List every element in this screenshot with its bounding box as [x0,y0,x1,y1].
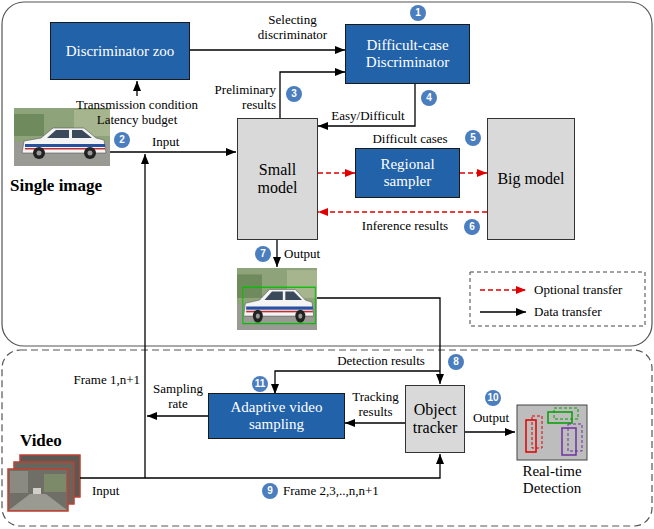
drawing-part [480,289,526,291]
drawing-part [554,408,578,419]
callout-number: 8 [448,354,464,370]
flow-label: Output [284,246,332,261]
input-label: Transmission condition [62,97,212,112]
input-label: Latency budget [62,112,212,127]
drawing-part [80,454,440,478]
edge-label: Selecting discriminator [245,12,340,42]
section-title: Video [20,431,90,451]
drawing-part [548,412,572,423]
edge-label: Easy/Difficult [324,108,412,123]
drawing-part [480,311,526,312]
drawing-part [276,240,277,267]
callout-number: 7 [255,246,271,262]
output-image [237,268,317,330]
node-label: Real-time Detection [515,463,589,497]
drawing-part [9,494,67,510]
drawing-part [44,474,66,492]
data-transfer-arrow [345,422,405,423]
drawing-part [8,469,68,511]
flow-label: Detection results [328,353,434,368]
drawing-part [110,151,236,152]
drawing-part [568,424,582,451]
node-label: Big model [497,170,564,188]
drawing-part [237,268,317,330]
drawing-part [136,81,137,96]
process-box: Object tracker [405,385,465,453]
node-label: Adaptive video sampling [213,399,340,433]
drawing-part [517,405,587,460]
flow-label: Frame 2,3,..,n,n+1 [283,483,433,498]
legend-box [470,272,645,326]
node-label: Object tracker [410,401,460,437]
callout-number: 1 [410,5,426,21]
callout-number: 2 [114,132,130,148]
data-transfer-arrow [190,49,345,50]
output-panel: Real-time Detection [515,405,589,497]
node-label: Small model [242,161,313,197]
callout-number: 11 [252,376,268,392]
node-label: Difficult-case Discriminator [350,37,465,71]
optional-transfer-arrow [318,172,355,174]
callout-number: 5 [465,130,481,146]
legend-label: Data transfer [534,304,642,319]
drawing-part [532,416,542,448]
detection-result-picture [517,405,587,460]
input-image [14,108,110,166]
legend-label: Optional transfer [534,282,642,297]
node-label: Discriminator zoo [66,43,175,60]
top-panel [2,2,652,346]
drawing-part [526,420,536,452]
drawing-part [144,154,145,478]
flow-label: Sampling rate [150,381,206,411]
callout-number: 6 [464,219,480,235]
optional-transfer-arrow [318,211,487,213]
callout-number: 3 [286,86,302,102]
video-frames [8,455,80,511]
process-box: Difficult-case Discriminator [345,24,470,84]
drawing-part [10,471,28,493]
flow-label: Frame 1,n+1 [30,372,140,387]
flow-label: Input [92,483,136,498]
model-box: Big model [487,118,575,240]
bottom-panel [2,350,652,526]
drawing-part [470,272,645,326]
flow-label: Input [152,134,192,149]
drawing-part [33,488,41,494]
edge-label: Output [469,410,513,425]
process-box: Regional sampler [355,148,460,198]
drawing-part [147,415,208,416]
callout-number: 4 [421,90,437,106]
data-transfer-arrow [318,84,415,126]
model-box: Small model [237,118,318,240]
drawing-part [562,428,576,455]
edge-label: Inference results [350,218,460,233]
edge-label: Preliminary results [198,82,276,112]
data-transfer-arrow [465,431,515,432]
section-title: Single image [10,176,140,196]
flow-label: Difficult cases [358,131,462,146]
optional-transfer-arrow [460,172,487,174]
drawing-part [243,287,315,323]
callout-number: 10 [485,390,501,406]
node-label: Regional sampler [360,156,455,190]
edge-label: Tracking results [348,389,403,419]
process-box: Adaptive video sampling [208,393,345,439]
process-box: Discriminator zoo [50,22,190,80]
callout-number: 9 [262,483,278,499]
